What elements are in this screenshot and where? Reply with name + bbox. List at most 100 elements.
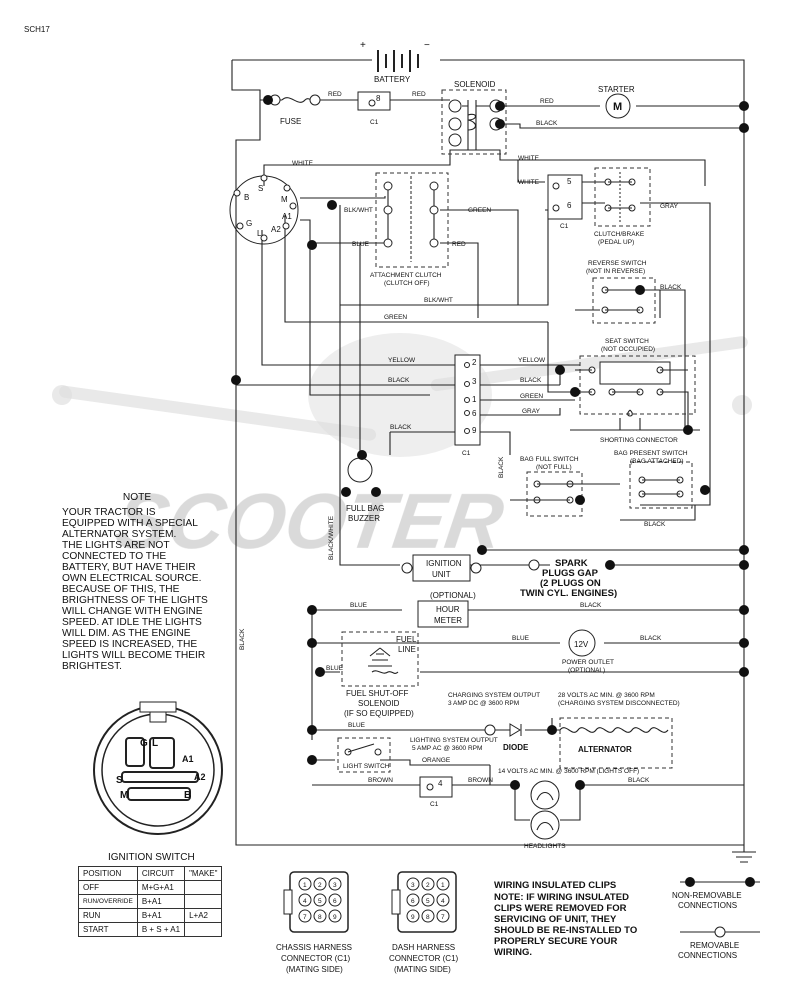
dash-pin-3: 1: [441, 882, 445, 889]
pin-6-label: 6: [567, 201, 572, 210]
solenoid-label: SOLENOID: [454, 80, 496, 89]
spark-label-2: PLUGS GAP: [542, 568, 599, 579]
ground-symbol: [732, 845, 756, 863]
table-cell: RUN: [78, 908, 138, 923]
note-line: SPEED. AT IDLE THE LIGHTS: [62, 617, 202, 628]
ign-big-a2: A2: [194, 772, 206, 782]
attachment-clutch: ATTACHMENT CLUTCH (CLUTCH OFF) BLK/WHT B…: [292, 155, 540, 287]
table-cell: B + S + A1: [136, 922, 186, 937]
lighting-output-label-2: 5 AMP AC @ 3600 RPM: [412, 745, 482, 752]
fuel-line-label-1: FUEL: [396, 635, 417, 644]
starter-red-label: RED: [540, 98, 554, 105]
brown-label-1: BROWN: [368, 777, 393, 784]
note-line: OWN ELECTRICAL SOURCE.: [62, 573, 202, 584]
charging-system: CHARGING SYSTEM OUTPUT 3 AMP DC @ 3600 R…: [348, 692, 680, 775]
bag-full-label-1: BAG FULL SWITCH: [520, 456, 579, 463]
diode-label: DIODE: [503, 743, 529, 752]
ign-a1: A1: [282, 212, 292, 221]
chassis-pin-2: 2: [318, 882, 322, 889]
alternator-label: ALTERNATOR: [578, 745, 632, 754]
ign-a2: A2: [271, 225, 281, 234]
table-cell: [184, 880, 223, 895]
clips-line-5: SHOULD BE RE-INSTALLED TO: [494, 925, 637, 936]
black-label-1: BLACK: [388, 377, 410, 384]
shorting-connector: SHORTING CONNECTOR: [570, 409, 700, 444]
yellow-label-2: YELLOW: [518, 357, 546, 364]
note-line: EQUIPPED WITH A SPECIAL: [62, 518, 198, 529]
ign-big-l: L: [152, 738, 158, 749]
clutch-brake-label-1: CLUTCH/BRAKE: [594, 231, 645, 238]
pin-2-label: 2: [472, 358, 477, 367]
attach-clutch-label-1: ATTACHMENT CLUTCH: [370, 272, 442, 279]
green-label-3: GREEN: [520, 393, 543, 400]
black-label-hm: BLACK: [580, 602, 602, 609]
bag-present-label-1: BAG PRESENT SWITCH: [614, 450, 688, 457]
table-row: RUN B+A1 L+A2: [78, 908, 223, 923]
light-switch-label: LIGHT SWITCH: [343, 763, 390, 770]
c1-pins-5-6: 5 6 C1: [547, 174, 583, 230]
seat-switch: SEAT SWITCH (NOT OCCUPIED): [575, 338, 696, 430]
power-outlet-label-2: (OPTIONAL): [568, 667, 605, 674]
chassis-pin-7: 7: [303, 914, 307, 921]
table-row: START B + S + A1: [78, 922, 223, 937]
hour-meter-label-2: METER: [434, 616, 462, 625]
battery: + − BATTERY: [360, 40, 430, 84]
fuse-label: FUSE: [280, 117, 301, 126]
red-wire-2: RED: [412, 91, 426, 98]
ignition-switch-title: IGNITION SWITCH: [108, 852, 195, 863]
black-label-po: BLACK: [640, 635, 662, 642]
yellow-label-1: YELLOW: [388, 357, 416, 364]
light-switch: LIGHT SWITCH ORANGE: [337, 737, 451, 773]
fuel-line-label-2: LINE: [398, 645, 416, 654]
note-line: WILL CHANGE WITH ENGINE: [62, 606, 203, 617]
buzzer-label-1: FULL BAG: [346, 504, 384, 513]
power-outlet-label-1: POWER OUTLET: [562, 659, 614, 666]
clips-line-6: PROPERLY SECURE YOUR: [494, 936, 618, 947]
chassis-pin-9: 9: [333, 914, 337, 921]
ign-big-b: B: [184, 790, 191, 801]
blue-label-1: BLUE: [352, 241, 370, 248]
blue-label-hm: BLUE: [350, 602, 368, 609]
fuel-shutoff-solenoid: FUEL LINE FUEL SHUT-OFF SOLENOID (IF SO …: [326, 631, 419, 718]
spark-label-1: SPARK: [555, 558, 588, 569]
chassis-label-3: (MATING SIDE): [286, 965, 343, 974]
headlights-label: HEADLIGHTS: [524, 843, 566, 850]
black-label-4: BLACK: [644, 521, 666, 528]
note-line: YOUR TRACTOR IS: [62, 507, 156, 518]
chassis-pin-1: 1: [303, 882, 307, 889]
note-line: WILL DIM. AS THE ENGINE: [62, 628, 191, 639]
chassis-harness-connector: 1 2 3 4 5 6 7 8 9 CHASSIS HARNESS CONNEC…: [276, 871, 352, 974]
dash-label-3: (MATING SIDE): [394, 965, 451, 974]
ign-l: L: [257, 229, 262, 238]
hour-meter: (OPTIONAL) HOUR METER BLUE BLACK: [350, 591, 602, 628]
schematic-code: SCH17: [24, 25, 50, 34]
battery-minus-label: −: [424, 40, 430, 51]
fuse-red-label: RED: [328, 91, 342, 98]
pin-8-label: 8: [376, 94, 381, 103]
spark-label-3: (2 PLUGS ON: [540, 578, 601, 589]
dash-harness-connector: 3 2 1 6 5 4 9 8 7 DASH HARNESS CONNECTOR…: [389, 871, 459, 974]
blue-label-fs: BLUE: [326, 665, 344, 672]
lights-ac-label: 14 VOLTS AC MIN. @ 3600 RPM (LIGHTS OFF): [498, 768, 639, 775]
c1-label-4: C1: [430, 801, 439, 808]
dash-pin-2: 2: [426, 882, 430, 889]
white-label-1: WHITE: [292, 160, 314, 167]
chassis-label-1: CHASSIS HARNESS: [276, 943, 352, 952]
table-row: OFF M+G+A1: [78, 880, 223, 895]
note-line: THE LIGHTS ARE NOT: [62, 540, 170, 551]
chassis-pin-4: 4: [303, 898, 307, 905]
black-label-3: BLACK: [390, 424, 412, 431]
c1-pin-8: 8 C1 RED: [357, 91, 426, 126]
spark-label-4: TWIN CYL. ENGINES): [520, 588, 617, 599]
watermark: SCOOTER: [52, 333, 752, 565]
frame-wires: [231, 59, 745, 846]
note-line: ALTERNATOR SYSTEM.: [62, 529, 177, 540]
dash-pin-5: 5: [426, 898, 430, 905]
wiring-legend: WIRING INSULATED CLIPS NOTE: IF WIRING I…: [494, 877, 760, 960]
starter: M STARTER RED BLACK: [536, 85, 635, 127]
ignition-switch-schematic: S M A1 A2 L G B: [229, 174, 299, 245]
removable-1: REMOVABLE: [690, 941, 739, 950]
non-removable-2: CONNECTIONS: [678, 901, 737, 910]
table-row: RUN/OVERRIDE B+A1: [78, 894, 223, 909]
power-outlet: 12V POWER OUTLET (OPTIONAL) BLUE BLACK: [512, 629, 662, 674]
